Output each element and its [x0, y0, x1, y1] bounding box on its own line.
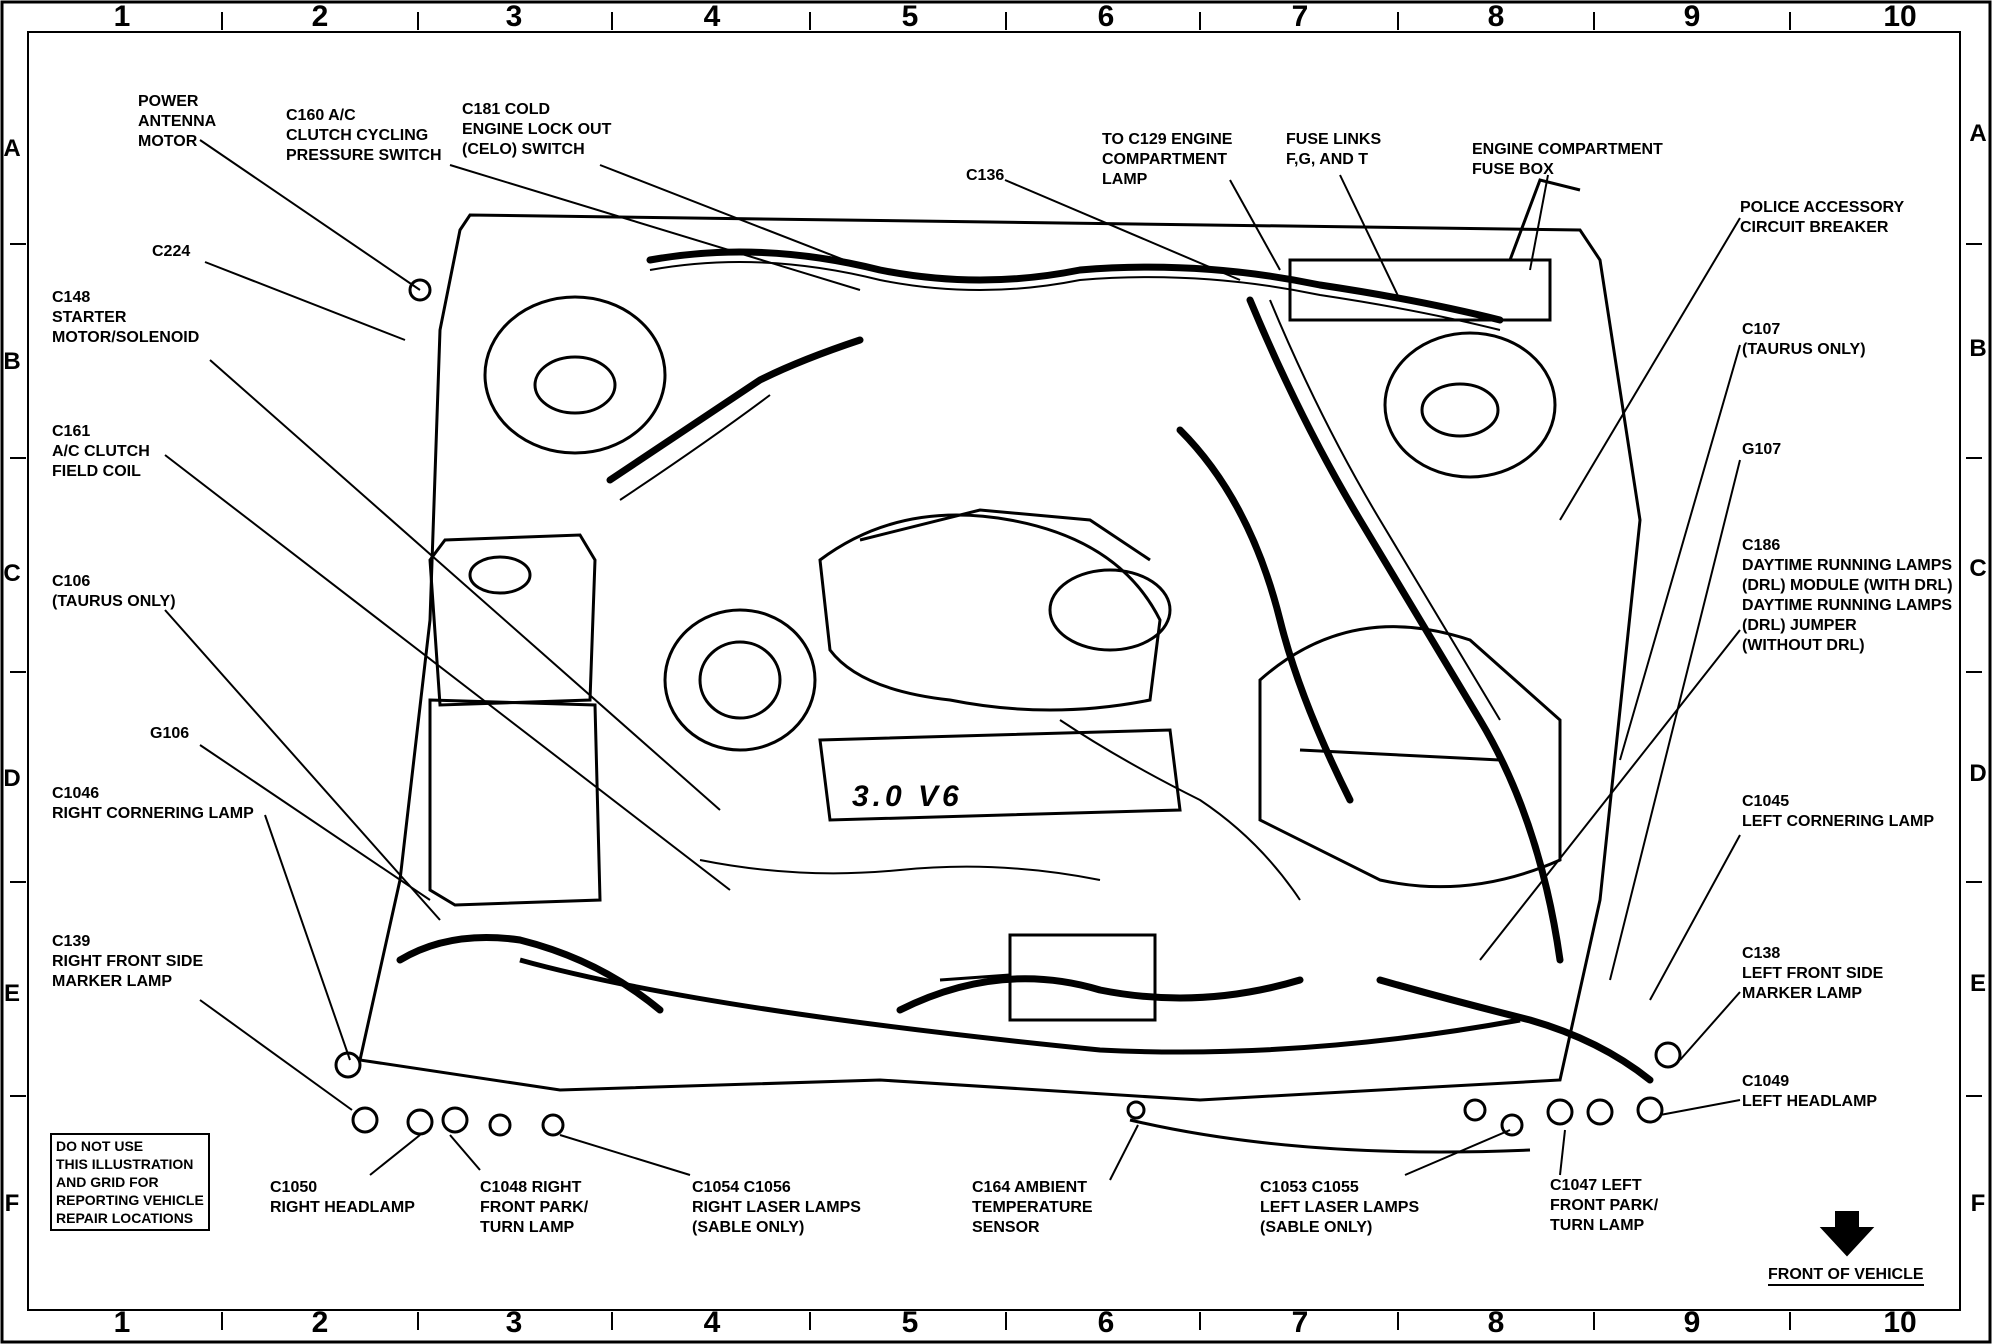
grid-col-9: 9	[1683, 0, 1701, 33]
grid-row-d: D	[3, 765, 21, 792]
grid-col-10: 10	[1883, 0, 1917, 33]
grid-col-5-bottom: 5	[901, 1306, 919, 1339]
grid-row-b-right: B	[1969, 335, 1987, 362]
grid-col-9-bottom: 9	[1683, 1306, 1701, 1339]
grid-col-10-bottom: 10	[1883, 1306, 1917, 1339]
label-c106: C106(TAURUS ONLY)	[52, 573, 176, 610]
grid-row-d-right: D	[1969, 760, 1987, 787]
grid-col-2: 2	[311, 0, 329, 33]
grid-col-4: 4	[703, 0, 721, 33]
grid-row-f-right: F	[1970, 1190, 1986, 1217]
grid-col-8-bottom: 8	[1487, 1306, 1505, 1339]
grid-row-c-right: C	[1969, 555, 1987, 582]
grid-row-a: A	[3, 135, 21, 162]
grid-col-6: 6	[1097, 0, 1115, 33]
label-c107: C107(TAURUS ONLY)	[1742, 321, 1866, 358]
grid-row-a-right: A	[1969, 120, 1987, 147]
grid-col-3: 3	[505, 0, 523, 33]
grid-col-7-bottom: 7	[1291, 1306, 1309, 1339]
grid-col-5: 5	[901, 0, 919, 33]
grid-col-2-bottom: 2	[311, 1306, 329, 1339]
grid-col-4-bottom: 4	[703, 1306, 721, 1339]
label-g107: G107	[1742, 441, 1782, 458]
grid-row-e-right: E	[1969, 970, 1986, 997]
grid-row-f: F	[4, 1190, 20, 1217]
grid-col-3-bottom: 3	[505, 1306, 523, 1339]
grid-row-e: E	[3, 980, 20, 1007]
grid-col-1-bottom: 1	[113, 1306, 131, 1339]
grid-col-7: 7	[1291, 0, 1309, 33]
grid-row-b: B	[3, 348, 21, 375]
label-g106: G106	[150, 725, 190, 742]
grid-row-c: C	[3, 560, 21, 587]
grid-col-6-bottom: 6	[1097, 1306, 1115, 1339]
engine-badge: 3.0 V6	[852, 780, 963, 813]
label-c224: C224	[152, 243, 191, 260]
front-of-vehicle-label: FRONT OF VEHICLE	[1768, 1266, 1924, 1286]
grid-col-1: 1	[113, 0, 131, 33]
grid-col-8: 8	[1487, 0, 1505, 33]
label-c136: C136	[966, 167, 1005, 184]
